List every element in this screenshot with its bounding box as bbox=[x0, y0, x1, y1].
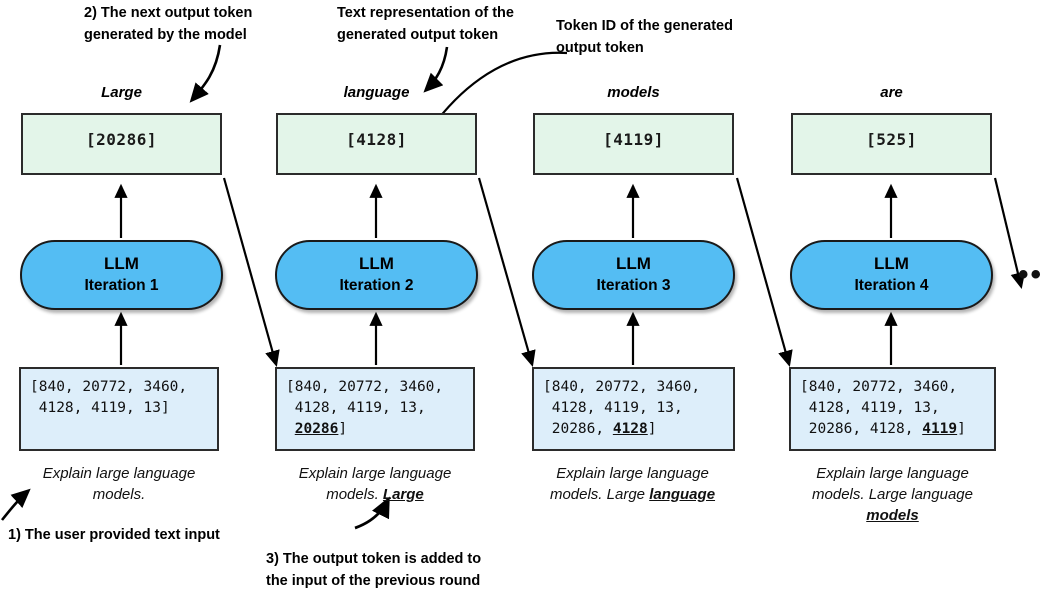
llm-subtitle-4: Iteration 4 bbox=[854, 277, 929, 294]
callout-token-id: Token ID of the generated output token bbox=[556, 18, 733, 56]
llm-subtitle-1: Iteration 1 bbox=[84, 277, 159, 294]
arrow-llm-to-output bbox=[114, 183, 898, 238]
continuation-ellipsis: ••• bbox=[1018, 258, 1042, 291]
llm-title-1: LLM bbox=[104, 254, 139, 273]
llm-box-3[interactable]: LLM Iteration 3 bbox=[532, 240, 735, 310]
token-word-4: are bbox=[880, 84, 903, 101]
callout-output-added-to-input: 3) The output token is added to the inpu… bbox=[266, 551, 482, 589]
llm-box-2[interactable]: LLM Iteration 2 bbox=[275, 240, 478, 310]
output-token-box-3: [4119] bbox=[533, 113, 734, 175]
llm-title-2: LLM bbox=[359, 254, 394, 273]
input-tokens-box-4: [840, 20772, 3460, 4128, 4119, 13, 20286… bbox=[789, 367, 996, 451]
token-word-3: models bbox=[607, 84, 660, 101]
output-token-id-1: [20286] bbox=[86, 129, 157, 149]
input-tokens-box-2: [840, 20772, 3460, 4128, 4119, 13, 20286… bbox=[275, 367, 475, 451]
output-token-box-4: [525] bbox=[791, 113, 992, 175]
llm-subtitle-2: Iteration 2 bbox=[339, 277, 414, 294]
input-tokens-box-1: [840, 20772, 3460, 4128, 4119, 13] bbox=[19, 367, 219, 451]
llm-title-4: LLM bbox=[874, 254, 909, 273]
callout-user-provided-input: 1) The user provided text input bbox=[8, 527, 220, 543]
llm-box-4[interactable]: LLM Iteration 4 bbox=[790, 240, 993, 310]
output-token-box-1: [20286] bbox=[21, 113, 222, 175]
llm-title-3: LLM bbox=[616, 254, 651, 273]
output-token-box-2: [4128] bbox=[276, 113, 477, 175]
callout-text-representation: Text representation of the generated out… bbox=[337, 5, 514, 43]
output-token-id-4: [525] bbox=[866, 129, 917, 149]
output-token-id-2: [4128] bbox=[346, 129, 407, 149]
input-token-ids-3: [840, 20772, 3460, 4128, 4119, 13, 20286… bbox=[543, 379, 701, 437]
token-word-1: Large bbox=[101, 84, 142, 101]
output-token-id-3: [4119] bbox=[603, 129, 664, 149]
llm-subtitle-3: Iteration 3 bbox=[596, 277, 671, 294]
input-token-ids-4: [840, 20772, 3460, 4128, 4119, 13, 20286… bbox=[800, 379, 966, 437]
arrow-input-to-llm bbox=[114, 311, 898, 365]
callout-next-output-token: 2) The next output token generated by th… bbox=[84, 5, 253, 43]
input-token-ids-1: [840, 20772, 3460, 4128, 4119, 13] bbox=[30, 379, 188, 416]
input-tokens-box-3: [840, 20772, 3460, 4128, 4119, 13, 20286… bbox=[532, 367, 735, 451]
token-word-2: language bbox=[343, 84, 410, 101]
llm-box-1[interactable]: LLM Iteration 1 bbox=[20, 240, 223, 310]
input-token-ids-2: [840, 20772, 3460, 4128, 4119, 13, 20286… bbox=[286, 379, 444, 437]
